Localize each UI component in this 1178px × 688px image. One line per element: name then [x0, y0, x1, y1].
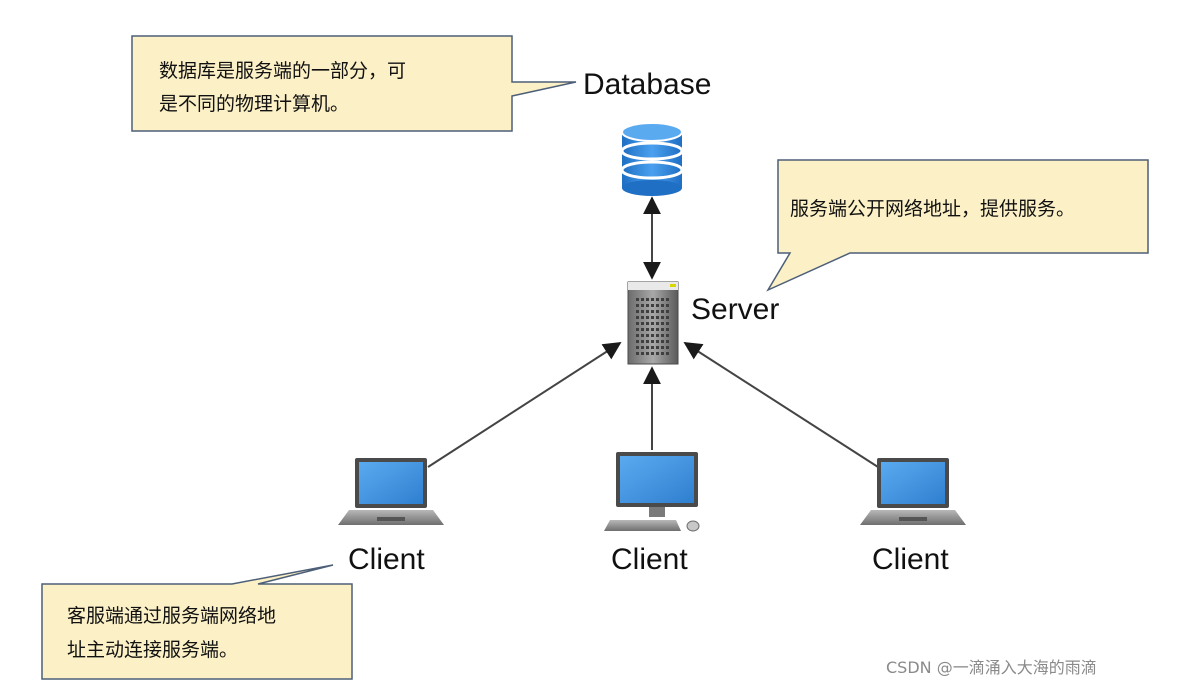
- server-vent-dot: [661, 304, 664, 307]
- client-callout-line-2: 址主动连接服务端。: [67, 639, 238, 661]
- server-callout-line-1: 服务端公开网络地址，提供服务。: [790, 198, 1075, 220]
- server-icon: [627, 281, 679, 365]
- server-vent-dot: [646, 328, 649, 331]
- server-vent-dot: [656, 322, 659, 325]
- server-vent-dot: [661, 316, 664, 319]
- server-vent-dot: [661, 352, 664, 355]
- laptop-icon: [860, 458, 966, 525]
- server-vent-dot: [656, 316, 659, 319]
- server-vent-dot: [636, 322, 639, 325]
- server-vent-dot: [666, 310, 669, 313]
- server-vent-dot: [651, 346, 654, 349]
- server-vent-dot: [656, 340, 659, 343]
- server-vent-dot: [641, 304, 644, 307]
- server-vent-dot: [636, 328, 639, 331]
- server-vent-dot: [666, 328, 669, 331]
- server-vent-dot: [666, 352, 669, 355]
- desktop-icon: [604, 452, 700, 532]
- server-vent-dot: [661, 328, 664, 331]
- server-vent-dot: [646, 322, 649, 325]
- server-vent-dot: [661, 346, 664, 349]
- server-vent-dot: [651, 298, 654, 301]
- server-label: Server: [691, 293, 779, 326]
- server-vent-dot: [646, 316, 649, 319]
- client-right-label: Client: [872, 543, 949, 576]
- server-vent-dot: [666, 298, 669, 301]
- server-vent-dot: [651, 310, 654, 313]
- server-vent-dot: [646, 340, 649, 343]
- server-vent-dot: [651, 340, 654, 343]
- server-callout: 服务端公开网络地址，提供服务。: [766, 159, 1149, 292]
- server-vent-dot: [661, 298, 664, 301]
- server-vent-dot: [636, 346, 639, 349]
- server-vent-dot: [666, 346, 669, 349]
- server-vent-dot: [641, 310, 644, 313]
- server-vent-dot: [646, 346, 649, 349]
- server-vent-dot: [646, 298, 649, 301]
- server-vent-dot: [636, 352, 639, 355]
- client-left-to-server-arrow: [427, 342, 622, 468]
- server-vent-dot: [646, 304, 649, 307]
- server-vent-dot: [661, 340, 664, 343]
- server-vent-dot: [661, 322, 664, 325]
- server-vent-dot: [636, 298, 639, 301]
- server-vent-dot: [656, 304, 659, 307]
- server-vent-dot: [641, 316, 644, 319]
- server-vent-dot: [651, 334, 654, 337]
- server-vent-dot: [636, 340, 639, 343]
- server-vent-dot: [666, 316, 669, 319]
- client-left-label: Client: [348, 543, 425, 576]
- client-right-to-server-arrow: [683, 342, 879, 468]
- database-label: Database: [583, 68, 711, 101]
- server-vent-dot: [636, 316, 639, 319]
- server-vent-dot: [651, 352, 654, 355]
- server-vent-dot: [646, 310, 649, 313]
- server-vent-dot: [651, 304, 654, 307]
- server-vent-dot: [651, 316, 654, 319]
- server-vent-dot: [646, 352, 649, 355]
- server-vent-dot: [636, 334, 639, 337]
- server-grille: [636, 298, 669, 355]
- server-vent-dot: [656, 310, 659, 313]
- server-vent-dot: [641, 352, 644, 355]
- server-vent-dot: [636, 304, 639, 307]
- server-vent-dot: [666, 340, 669, 343]
- server-vent-dot: [666, 334, 669, 337]
- server-vent-dot: [656, 328, 659, 331]
- database-callout: 数据库是服务端的一部分，可 是不同的物理计算机。: [131, 35, 577, 132]
- csdn-watermark: CSDN @一滴涌入大海的雨滴: [886, 658, 1097, 677]
- server-vent-dot: [656, 352, 659, 355]
- database-icon: [620, 122, 684, 196]
- server-vent-dot: [651, 322, 654, 325]
- database-callout-line-1: 数据库是服务端的一部分，可: [159, 60, 406, 82]
- server-vent-dot: [651, 328, 654, 331]
- laptop-icon: [338, 458, 444, 525]
- server-vent-dot: [641, 322, 644, 325]
- database-callout-line-2: 是不同的物理计算机。: [159, 93, 349, 115]
- server-vent-dot: [646, 334, 649, 337]
- client-callout-line-1: 客服端通过服务端网络地: [67, 605, 276, 627]
- server-vent-dot: [641, 334, 644, 337]
- client-callout: 客服端通过服务端网络地 址主动连接服务端。: [41, 564, 353, 680]
- server-vent-dot: [656, 334, 659, 337]
- server-vent-dot: [656, 346, 659, 349]
- server-vent-dot: [666, 304, 669, 307]
- server-vent-dot: [661, 310, 664, 313]
- server-vent-dot: [641, 328, 644, 331]
- client-center-label: Client: [611, 543, 688, 576]
- server-vent-dot: [666, 322, 669, 325]
- server-vent-dot: [656, 298, 659, 301]
- connectors: [427, 196, 879, 468]
- server-vent-dot: [636, 310, 639, 313]
- server-vent-dot: [661, 334, 664, 337]
- server-vent-dot: [641, 340, 644, 343]
- server-vent-dot: [641, 346, 644, 349]
- server-vent-dot: [641, 298, 644, 301]
